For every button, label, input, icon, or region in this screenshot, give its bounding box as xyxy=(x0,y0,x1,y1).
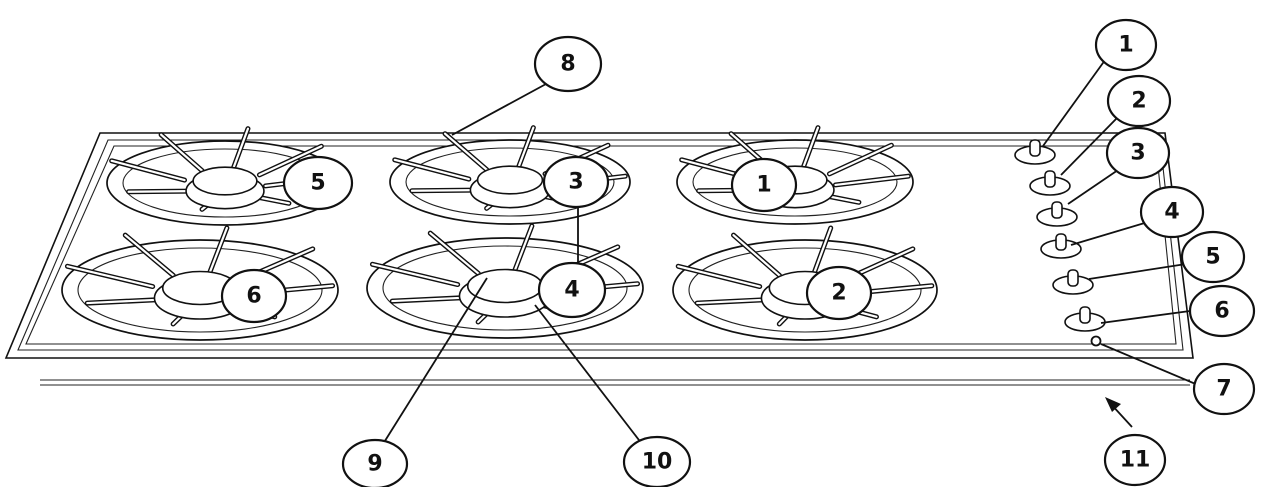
callout-8: 8 xyxy=(533,35,603,93)
callout-9: 9 xyxy=(341,438,409,487)
callout-7-label: 7 xyxy=(1216,377,1231,402)
callout-burner-5-label: 5 xyxy=(310,171,325,196)
leader-knob-6 xyxy=(1100,310,1191,324)
grate-spoke-fill xyxy=(391,296,466,303)
callout-burner-4-label: 4 xyxy=(564,278,579,303)
hob-outer-edge xyxy=(4,132,1194,359)
grate-spoke-fill xyxy=(834,175,910,187)
leader-knob-3 xyxy=(1067,169,1119,205)
callout-burner-2-label: 2 xyxy=(831,281,846,306)
callout-knob-6-label: 6 xyxy=(1214,299,1229,324)
callout-burner-6: 6 xyxy=(220,268,288,324)
callout-10-label: 10 xyxy=(642,450,673,475)
grate-spoke-fill xyxy=(828,144,893,175)
callout-knob-4: 4 xyxy=(1139,185,1205,239)
callout-burner-6-label: 6 xyxy=(246,284,261,309)
burner-cap xyxy=(466,268,544,304)
knob-handle xyxy=(1051,201,1063,219)
callout-burner-1-label: 1 xyxy=(756,173,771,198)
callout-9-label: 9 xyxy=(367,452,382,477)
grate-spoke-fill xyxy=(677,265,761,288)
grate-inner-ring xyxy=(77,247,323,333)
grate-spoke-fill xyxy=(513,224,533,272)
grate-spoke-fill xyxy=(696,298,768,305)
grate-inner-ring xyxy=(382,245,628,331)
callout-knob-6: 6 xyxy=(1188,284,1256,338)
burner-group xyxy=(61,125,938,341)
callout-11-label: 11 xyxy=(1120,448,1151,473)
callout-knob-4-label: 4 xyxy=(1164,200,1179,225)
callout-knob-2: 2 xyxy=(1106,74,1172,128)
grate-spoke-fill xyxy=(208,226,228,274)
control-knob xyxy=(1036,201,1078,227)
callout-burner-3-label: 3 xyxy=(568,170,583,195)
callout-7: 7 xyxy=(1192,362,1256,416)
leader-knob-2 xyxy=(1060,117,1118,176)
leader-knob-1 xyxy=(1042,55,1109,147)
callout-burner-5: 5 xyxy=(282,155,354,211)
callout-burner-3: 3 xyxy=(542,155,610,209)
grate-inner-ring xyxy=(692,147,898,217)
knob-group xyxy=(1014,139,1106,332)
ignition-button xyxy=(1090,335,1102,347)
callout-knob-1-label: 1 xyxy=(1118,33,1133,58)
knob-handle xyxy=(1044,170,1056,188)
callout-8-label: 8 xyxy=(560,52,575,77)
grate-spoke-fill xyxy=(732,234,781,277)
grate-spoke-fill xyxy=(160,133,204,172)
control-knob xyxy=(1064,306,1106,332)
grate-spoke-fill xyxy=(86,298,161,305)
grate-inner-ring xyxy=(405,147,615,217)
grate-spoke-fill xyxy=(127,190,192,193)
callout-knob-3-label: 3 xyxy=(1130,141,1145,166)
callout-knob-5: 5 xyxy=(1180,230,1246,284)
control-knob xyxy=(1029,170,1071,196)
leader-8 xyxy=(451,83,547,136)
knob-handle xyxy=(1055,233,1067,251)
control-knob xyxy=(1040,233,1082,259)
leader-knob-4 xyxy=(1070,221,1149,246)
grate-spoke-fill xyxy=(429,232,480,275)
arrow-11 xyxy=(1105,397,1121,412)
control-knob xyxy=(1014,139,1056,165)
grate-spoke-fill xyxy=(517,126,535,169)
callout-knob-2-label: 2 xyxy=(1131,89,1146,114)
leader-lines xyxy=(382,55,1199,445)
burner xyxy=(672,225,938,341)
callout-knob-5-label: 5 xyxy=(1205,245,1220,270)
burner-cap xyxy=(476,165,544,195)
leader-7 xyxy=(1100,343,1199,386)
burner xyxy=(61,225,339,341)
leader-10 xyxy=(534,304,643,445)
grate-spoke-fill xyxy=(232,127,250,170)
callout-knob-3: 3 xyxy=(1105,126,1171,180)
callout-11: 11 xyxy=(1103,433,1167,487)
callout-burner-2: 2 xyxy=(805,265,873,321)
grate-spoke-fill xyxy=(110,159,186,182)
knob-handle xyxy=(1029,139,1041,157)
callout-burner-4: 4 xyxy=(537,261,607,319)
grate-spoke-fill xyxy=(443,132,488,171)
grate-spoke-fill xyxy=(410,189,477,192)
grate-spoke-fill xyxy=(66,265,154,288)
burner-cap xyxy=(192,166,258,196)
knob-handle xyxy=(1067,269,1079,287)
leader-knob-5 xyxy=(1088,263,1187,280)
grate-spoke-fill xyxy=(371,263,459,286)
grate-spoke-fill xyxy=(124,234,175,277)
callout-knob-1: 1 xyxy=(1094,18,1158,72)
callout-10: 10 xyxy=(622,435,692,487)
grate-spoke-fill xyxy=(393,158,470,181)
grate-inner-ring xyxy=(688,247,922,333)
grate-spoke-fill xyxy=(802,126,820,169)
grate-spoke-fill xyxy=(258,145,323,176)
leader-9 xyxy=(382,277,488,445)
knob-handle xyxy=(1079,306,1091,324)
grate-spoke-fill xyxy=(813,226,832,274)
callout-burner-1: 1 xyxy=(730,157,798,213)
control-knob xyxy=(1052,269,1094,295)
